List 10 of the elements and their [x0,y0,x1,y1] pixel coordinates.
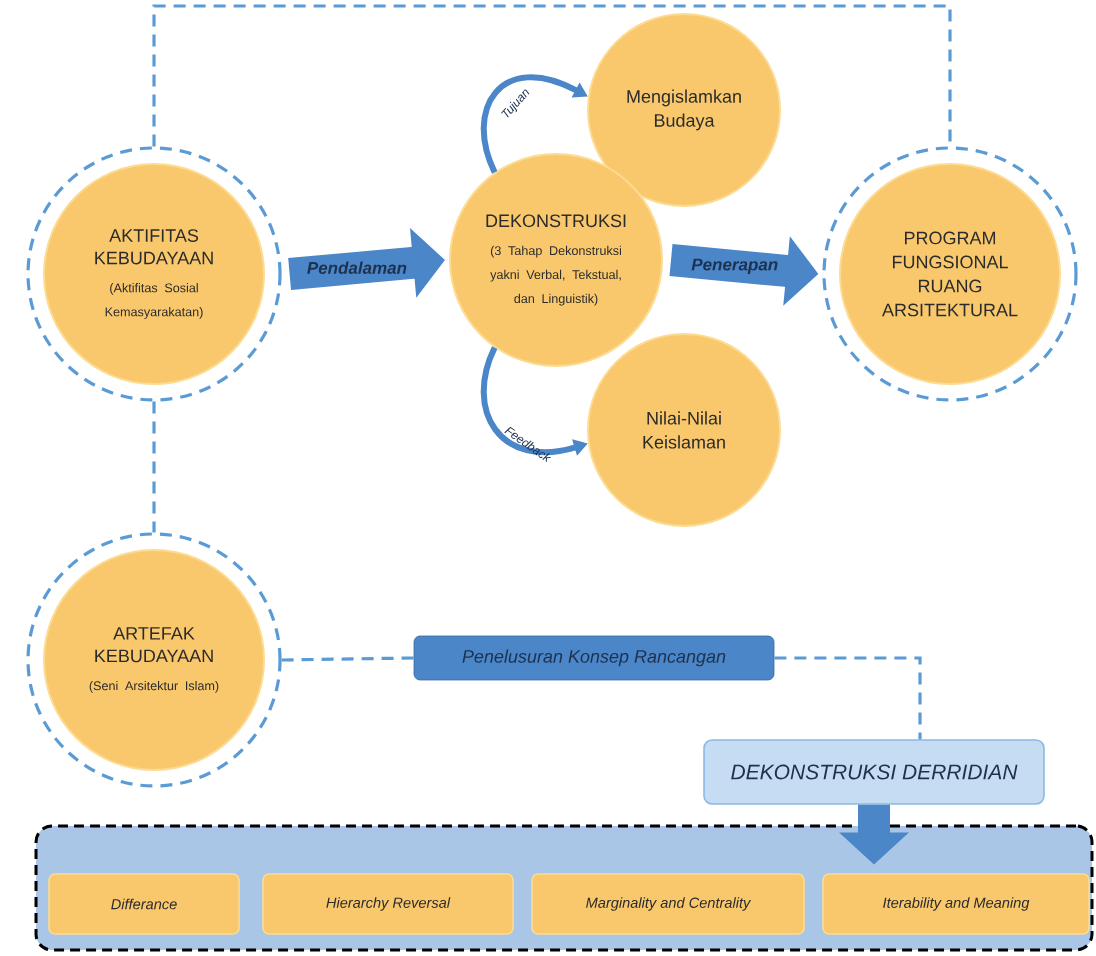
label-box: Penelusuran Konsep Rancangan [413,635,775,681]
connector-line [774,656,922,740]
connector-line [152,4,952,147]
process-box: DEKONSTRUKSI DERRIDIAN [703,739,1045,805]
connector-line [152,401,156,533]
circle-node: Mengislamkan Budaya [587,13,781,207]
circle-node: Nilai-Nilai Keislaman [587,333,781,527]
edge-label: Penerapan [691,258,778,274]
connector-line [281,656,414,662]
edge-label: Pendalaman [307,261,407,274]
